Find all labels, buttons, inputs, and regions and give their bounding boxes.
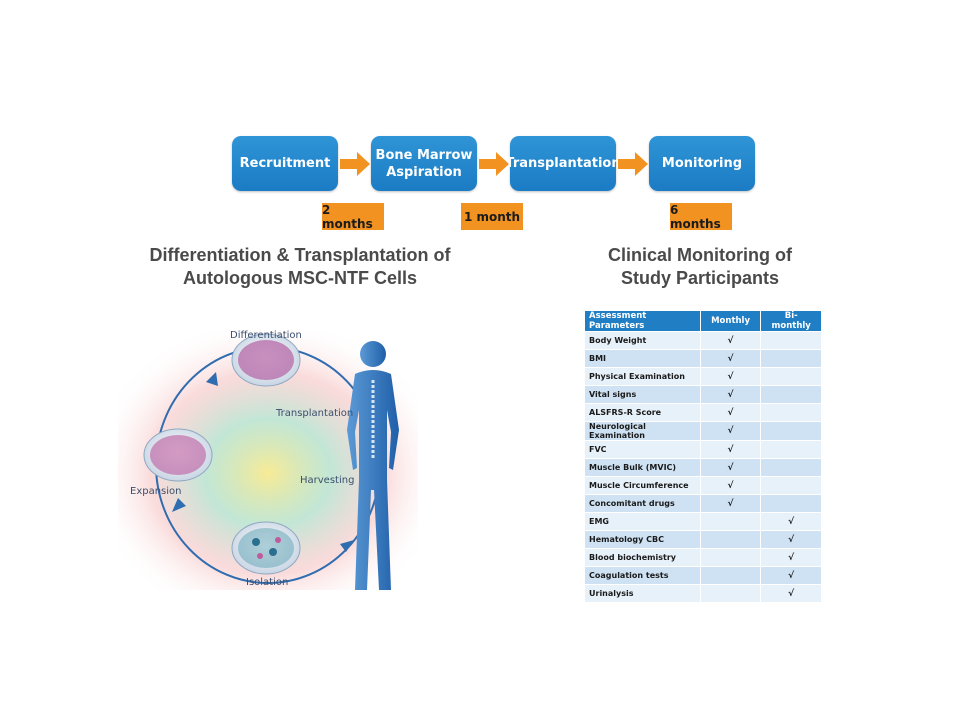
parameter-cell: Physical Examination bbox=[584, 367, 701, 386]
monthly-cell: √ bbox=[699, 421, 762, 441]
parameter-cell: Blood biochemistry bbox=[584, 548, 701, 567]
header-monthly: Monthly bbox=[699, 310, 762, 332]
dish-isolation bbox=[231, 521, 301, 575]
table-row: Physical Examination√ bbox=[584, 367, 822, 386]
duration-badge: 2 months bbox=[322, 203, 384, 231]
parameter-cell: Concomitant drugs bbox=[584, 494, 701, 513]
monthly-cell: √ bbox=[699, 458, 762, 477]
table-row: Body Weight√ bbox=[584, 331, 822, 350]
arrow-right-icon bbox=[340, 152, 370, 176]
monthly-cell: √ bbox=[699, 367, 762, 386]
monthly-cell: √ bbox=[699, 440, 762, 459]
cell-cycle-diagram: Differentiation Transplantation Harvesti… bbox=[118, 320, 448, 600]
label-differentiation: Differentiation bbox=[230, 330, 302, 341]
arrow-right-icon bbox=[479, 152, 509, 176]
monthly-cell bbox=[699, 530, 762, 549]
table-row: Muscle Bulk (MVIC)√ bbox=[584, 458, 822, 477]
label-isolation: Isolation bbox=[246, 577, 289, 588]
step-label: Transplantation bbox=[505, 156, 621, 171]
step-label: Recruitment bbox=[239, 156, 331, 171]
parameter-cell: Vital signs bbox=[584, 385, 701, 404]
monthly-cell: √ bbox=[699, 349, 762, 368]
bimonthly-cell: √ bbox=[760, 566, 822, 585]
monthly-cell bbox=[699, 584, 762, 603]
label-transplantation: Transplantation bbox=[276, 408, 354, 419]
bimonthly-cell bbox=[760, 421, 822, 441]
table-row: FVC√ bbox=[584, 440, 822, 459]
right-heading: Clinical Monitoring of Study Participant… bbox=[580, 244, 820, 290]
step-label: Monitoring bbox=[661, 156, 743, 171]
parameter-cell: Body Weight bbox=[584, 331, 701, 350]
table-row: Coagulation tests √ bbox=[584, 566, 822, 585]
table-row: Muscle Circumference√ bbox=[584, 476, 822, 495]
step-label-line1: Bone Marrow bbox=[375, 147, 473, 163]
parameter-cell: Hematology CBC bbox=[584, 530, 701, 549]
bimonthly-cell: √ bbox=[760, 512, 822, 531]
bimonthly-cell bbox=[760, 385, 822, 404]
duration-badge: 6 months bbox=[670, 203, 732, 231]
cycle-illustration bbox=[118, 330, 418, 590]
bimonthly-cell bbox=[760, 367, 822, 386]
monthly-cell: √ bbox=[699, 403, 762, 422]
duration-badge: 1 month bbox=[461, 203, 523, 230]
parameter-cell: ALSFRS-R Score bbox=[584, 403, 701, 422]
bimonthly-cell bbox=[760, 458, 822, 477]
monthly-cell bbox=[699, 566, 762, 585]
bimonthly-cell bbox=[760, 331, 822, 350]
step-bone-marrow-aspiration: Bone Marrow Aspiration bbox=[371, 136, 477, 191]
parameter-cell: Muscle Circumference bbox=[584, 476, 701, 495]
bimonthly-cell bbox=[760, 476, 822, 495]
bimonthly-cell bbox=[760, 440, 822, 459]
bimonthly-cell bbox=[760, 349, 822, 368]
table-row: Hematology CBC √ bbox=[584, 530, 822, 549]
table-row: Blood biochemistry √ bbox=[584, 548, 822, 567]
bimonthly-cell: √ bbox=[760, 530, 822, 549]
table-row: Concomitant drugs√ bbox=[584, 494, 822, 513]
monthly-cell bbox=[699, 548, 762, 567]
step-recruitment: Recruitment bbox=[232, 136, 338, 191]
bimonthly-cell bbox=[760, 494, 822, 513]
right-heading-line1: Clinical Monitoring of bbox=[608, 245, 792, 265]
parameter-cell: FVC bbox=[584, 440, 701, 459]
right-heading-line2: Study Participants bbox=[620, 268, 780, 288]
table-row: BMI√ bbox=[584, 349, 822, 368]
bimonthly-cell bbox=[760, 403, 822, 422]
assessment-table: Assessment Parameters Monthly Bi-monthly… bbox=[584, 310, 822, 603]
parameter-cell: Neurological Examination bbox=[584, 421, 701, 441]
dish-expansion bbox=[143, 428, 213, 482]
table-row: ALSFRS-R Score√ bbox=[584, 403, 822, 422]
label-harvesting: Harvesting bbox=[300, 475, 355, 486]
left-heading: Differentiation & Transplantation of Aut… bbox=[110, 244, 490, 290]
left-heading-line1: Differentiation & Transplantation of bbox=[149, 245, 451, 265]
monthly-cell bbox=[699, 512, 762, 531]
bimonthly-cell: √ bbox=[760, 548, 822, 567]
left-heading-line2: Autologous MSC-NTF Cells bbox=[183, 268, 417, 288]
monthly-cell: √ bbox=[699, 331, 762, 350]
parameter-cell: Muscle Bulk (MVIC) bbox=[584, 458, 701, 477]
table-header-row: Assessment Parameters Monthly Bi-monthly bbox=[584, 310, 822, 332]
parameter-cell: BMI bbox=[584, 349, 701, 368]
step-label-line2: Aspiration bbox=[386, 164, 462, 180]
arrow-right-icon bbox=[618, 152, 648, 176]
bimonthly-cell: √ bbox=[760, 584, 822, 603]
monthly-cell: √ bbox=[699, 385, 762, 404]
table-row: Vital signs√ bbox=[584, 385, 822, 404]
parameter-cell: Coagulation tests bbox=[584, 566, 701, 585]
monthly-cell: √ bbox=[699, 476, 762, 495]
header-bimonthly: Bi-monthly bbox=[760, 310, 822, 332]
step-transplantation: Transplantation bbox=[505, 136, 621, 191]
label-expansion: Expansion bbox=[130, 486, 182, 497]
table-row: EMG √ bbox=[584, 512, 822, 531]
monthly-cell: √ bbox=[699, 494, 762, 513]
table-row: Urinalysis √ bbox=[584, 584, 822, 603]
step-monitoring: Monitoring bbox=[649, 136, 755, 191]
parameter-cell: EMG bbox=[584, 512, 701, 531]
table-row: Neurological Examination√ bbox=[584, 421, 822, 441]
parameter-cell: Urinalysis bbox=[584, 584, 701, 603]
human-silhouette bbox=[347, 341, 399, 590]
header-assessment-parameters: Assessment Parameters bbox=[584, 310, 701, 332]
dish-differentiation bbox=[231, 333, 301, 387]
